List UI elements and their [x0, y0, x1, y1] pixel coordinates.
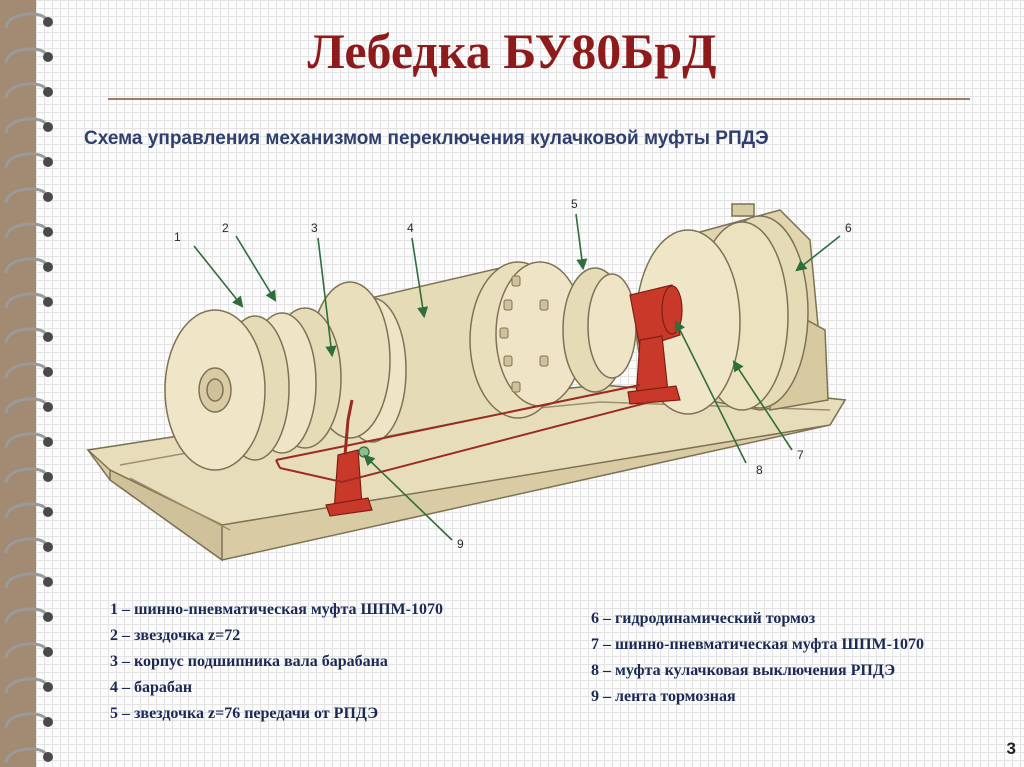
- legend-right: 6 – гидродинамический тормоз 7 – шинно-п…: [591, 606, 924, 710]
- binding-ring: [4, 47, 48, 64]
- binding-ring: [4, 397, 48, 414]
- binding-ring: [4, 502, 48, 519]
- left-clutch-assembly: [164, 281, 391, 471]
- binding-hole: [43, 227, 53, 237]
- binding-hole: [43, 577, 53, 587]
- binding-ring: [4, 187, 48, 204]
- binding-hole: [43, 332, 53, 342]
- hydrodynamic-brake: [635, 203, 829, 415]
- binding-ring: [4, 362, 48, 379]
- callout-2: 2: [222, 221, 229, 235]
- callout-6: 6: [845, 221, 852, 235]
- legend-item: 5 – звездочка z=76 передачи от РПДЭ: [110, 705, 379, 722]
- binding-ring: [4, 467, 48, 484]
- binding-ring: [4, 537, 48, 554]
- title-divider: [108, 98, 970, 100]
- binding-hole: [43, 507, 53, 517]
- binding-hole: [43, 717, 53, 727]
- slide-title: Лебедка БУ80БрД: [307, 23, 717, 79]
- binding-ring: [4, 677, 48, 694]
- callout-1: 1: [174, 230, 181, 244]
- binding-ring: [4, 257, 48, 274]
- callout-8: 8: [756, 463, 763, 477]
- callout-9: 9: [457, 537, 464, 551]
- binding-ring: [4, 642, 48, 659]
- binding-hole: [43, 682, 53, 692]
- callout-4: 4: [407, 221, 414, 235]
- binding-hole: [43, 437, 53, 447]
- legend-item: 3 – корпус подшипника вала барабана: [110, 653, 388, 670]
- legend-item: 8 – муфта кулачковая выключения РПДЭ: [591, 662, 896, 679]
- binding-hole: [43, 612, 53, 622]
- legend-item: 2 – звездочка z=72: [110, 627, 241, 644]
- binding-hole: [43, 542, 53, 552]
- binding-hole: [43, 17, 53, 27]
- callout-3: 3: [311, 221, 318, 235]
- binding-ring: [4, 152, 48, 169]
- legend-left: 1 – шинно-пневматическая муфта ШПМ-1070 …: [110, 597, 443, 727]
- binding-ring: [4, 572, 48, 589]
- binding-hole: [43, 402, 53, 412]
- binding-ring: [4, 82, 48, 99]
- legend-item: 7 – шинно-пневматическая муфта ШПМ-1070: [591, 636, 924, 653]
- legend-item: 9 – лента тормозная: [591, 688, 736, 705]
- binding-hole: [43, 52, 53, 62]
- binding-ring: [4, 432, 48, 449]
- callout-7: 7: [797, 448, 804, 462]
- binding-hole: [43, 262, 53, 272]
- binding-hole: [43, 367, 53, 377]
- binding-ring: [4, 712, 48, 729]
- binding-hole: [43, 752, 53, 762]
- binding-ring: [4, 607, 48, 624]
- legend-item: 6 – гидродинамический тормоз: [591, 610, 816, 627]
- callout-5: 5: [571, 197, 578, 211]
- binding-ring: [4, 12, 48, 29]
- binding-ring: [4, 327, 48, 344]
- binding-hole: [43, 472, 53, 482]
- drum-flange-sprocket: [469, 261, 637, 419]
- binding-hole: [43, 192, 53, 202]
- binding-hole: [43, 647, 53, 657]
- spiral-binding: [4, 12, 53, 764]
- binding-ring: [4, 117, 48, 134]
- page-number: 3: [1006, 739, 1016, 758]
- binding-hole: [43, 157, 53, 167]
- binding-hole: [43, 87, 53, 97]
- binding-hole: [43, 297, 53, 307]
- binding-ring: [4, 292, 48, 309]
- leader-lines: [193, 213, 841, 541]
- legend-item: 4 – барабан: [110, 679, 193, 696]
- binding-hole: [43, 122, 53, 132]
- slide-subtitle: Схема управления механизмом переключения…: [84, 128, 769, 149]
- legend-item: 1 – шинно-пневматическая муфта ШПМ-1070: [110, 601, 443, 618]
- linkage-rods: [275, 384, 651, 484]
- binding-ring: [4, 747, 48, 764]
- binding-ring: [4, 222, 48, 239]
